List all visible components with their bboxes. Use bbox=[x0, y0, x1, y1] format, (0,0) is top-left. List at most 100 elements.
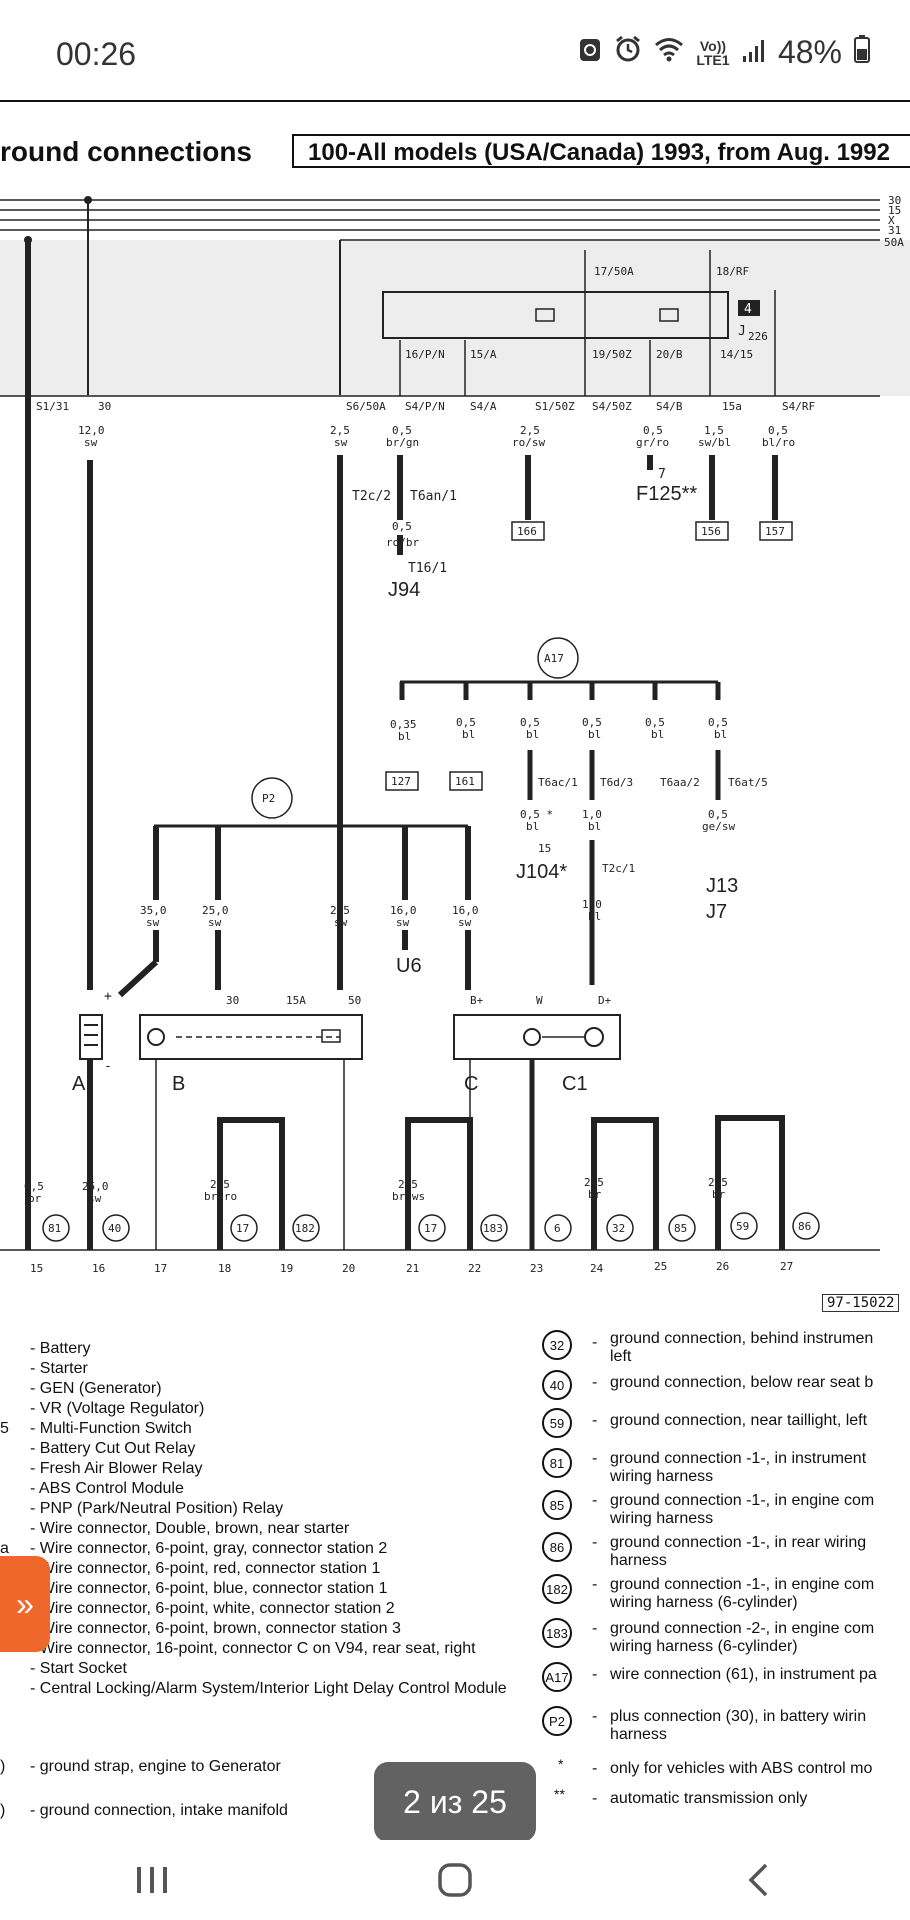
wire-size: 0,5 bbox=[392, 424, 412, 437]
connector-t6aa-2: T6aa/2 bbox=[660, 776, 700, 789]
legend-item: - VR (Voltage Regulator) bbox=[30, 1400, 205, 1417]
ground-86: 86 bbox=[798, 1220, 811, 1233]
legend-desc: automatic transmission only bbox=[610, 1790, 808, 1807]
wire-size: 0,5 bbox=[520, 716, 540, 729]
back-button[interactable] bbox=[718, 1850, 798, 1910]
relay-sub: 226 bbox=[748, 330, 768, 343]
node-a17 bbox=[537, 637, 579, 679]
node-a17-label: A17 bbox=[544, 652, 564, 665]
a17-drops bbox=[399, 682, 721, 700]
wire-color: ge/sw bbox=[702, 820, 735, 833]
part-j104: J104* bbox=[516, 861, 567, 883]
bottom-numbers: 15 16 17 18 19 20 21 22 23 24 25 26 27 bbox=[30, 1260, 793, 1275]
component-a: A bbox=[72, 1073, 86, 1095]
column-number: 25 bbox=[654, 1260, 667, 1273]
wire-color: sw bbox=[396, 916, 410, 929]
connector-t2c-1: T2c/1 bbox=[602, 862, 635, 875]
relay-coil bbox=[659, 308, 679, 322]
relay-term-19-50z: 19/50Z bbox=[592, 348, 632, 361]
home-button[interactable] bbox=[415, 1850, 495, 1910]
legend-desc: only for vehicles with ABS control mo bbox=[610, 1760, 873, 1777]
a17-wire-labels: 0,35 bl 0,5 bl 0,5 bl 0,5 bl 0,5 bl 0,5 … bbox=[390, 716, 728, 743]
wire-size: 2,5 bbox=[330, 424, 350, 437]
wire-size: 1,0 bbox=[582, 898, 602, 911]
wiring-diagram: 30 15 X 31 50A 4 J 226 17/50A 18/RF 16/P… bbox=[0, 194, 910, 1275]
col-head: S4/50Z bbox=[592, 400, 632, 413]
term-w: W bbox=[536, 994, 543, 1007]
part-u6: U6 bbox=[396, 955, 422, 977]
wire-color: ro/sw bbox=[512, 436, 545, 449]
top-rails bbox=[0, 199, 880, 241]
wire-size: 0,35 bbox=[390, 718, 417, 731]
wire-color: sw bbox=[208, 916, 222, 929]
ground-17: 17 bbox=[236, 1222, 249, 1235]
ground-59: 59 bbox=[736, 1220, 749, 1233]
legend-item: - Starter bbox=[30, 1360, 88, 1377]
term-50: 50 bbox=[348, 994, 361, 1007]
legend-item: - Wire connector, 16-point, connector C … bbox=[30, 1640, 476, 1657]
column-number: 24 bbox=[590, 1262, 604, 1275]
document-page[interactable]: round connections 100-All models (USA/Ca… bbox=[0, 100, 910, 1842]
rail-label-x: X bbox=[888, 214, 895, 227]
relay-j226-box bbox=[382, 291, 729, 339]
term-d-plus: D+ bbox=[598, 994, 612, 1007]
box-ref bbox=[449, 771, 483, 791]
wire-size: 0,5 bbox=[24, 1180, 44, 1193]
side-panel-toggle[interactable]: » bbox=[0, 1556, 50, 1652]
node-p2 bbox=[251, 777, 293, 819]
box-ref-161: 161 bbox=[455, 775, 475, 788]
legend-key: 182 bbox=[542, 1574, 572, 1604]
p2-wire-labels: 35,0 sw 25,0 sw 2,5 sw 16,0 sw 16,0 sw bbox=[140, 904, 479, 929]
term-30: 30 bbox=[226, 994, 239, 1007]
legend-item: - PNP (Park/Neutral Position) Relay bbox=[30, 1500, 284, 1517]
col-head: S1/50Z bbox=[535, 400, 575, 413]
legend-item: t- Wire connector, 6-point, brown, conne… bbox=[0, 1620, 401, 1637]
legend-item: a- Wire connector, 6-point, gray, connec… bbox=[0, 1540, 388, 1557]
page-top-border bbox=[0, 100, 910, 102]
column-number: 19 bbox=[280, 1262, 293, 1275]
wire-color: sw bbox=[84, 436, 98, 449]
wire-size: 0,5 bbox=[392, 520, 412, 533]
wire-size: 0,5 bbox=[643, 424, 663, 437]
recent-apps-button[interactable] bbox=[112, 1850, 192, 1910]
wire-color: bl bbox=[588, 820, 601, 833]
legend-item: - Start Socket bbox=[30, 1660, 127, 1677]
column-number: 27 bbox=[780, 1260, 793, 1273]
legend-desc: ground connection, near taillight, left bbox=[610, 1412, 868, 1429]
wire-size: 25,0 bbox=[82, 1180, 109, 1193]
ground-circles bbox=[42, 1212, 820, 1242]
wire-size: 0,5 * bbox=[520, 808, 553, 821]
legend-item: - GEN (Generator) bbox=[30, 1380, 162, 1397]
col-head: S4/RF bbox=[782, 400, 815, 413]
legend-key: 40 bbox=[542, 1370, 572, 1400]
wire-size: 2,5 bbox=[584, 1176, 604, 1189]
legend-item: )- ground strap, engine to Generator bbox=[0, 1758, 281, 1775]
legend-item: 5- Multi-Function Switch bbox=[0, 1420, 192, 1437]
column-number: 18 bbox=[218, 1262, 231, 1275]
rail-label-30: 30 bbox=[888, 194, 901, 207]
wire-size: 1,5 bbox=[704, 424, 724, 437]
term-plus: + bbox=[104, 989, 112, 1004]
regulator-symbol bbox=[584, 1027, 604, 1047]
ground-40: 40 bbox=[108, 1222, 121, 1235]
legend-item: n- Wire connector, 6-point, white, conne… bbox=[0, 1600, 395, 1617]
connector-t6ac-1: T6ac/1 bbox=[538, 776, 578, 789]
column-number: 21 bbox=[406, 1262, 419, 1275]
status-bar: 00:26 Vo)) LTE1 48% bbox=[0, 0, 910, 100]
wire-color: ro/br bbox=[386, 536, 419, 549]
column-number: 17 bbox=[154, 1262, 167, 1275]
box-ref bbox=[695, 521, 729, 541]
ground-loops bbox=[217, 1115, 785, 1250]
component-c: C bbox=[464, 1073, 478, 1095]
legend-item: - Wire connector, 6-point, blue, connect… bbox=[30, 1580, 388, 1597]
relay-term-20-b: 20/B bbox=[656, 348, 683, 361]
legend-key: 59 bbox=[542, 1408, 572, 1438]
wire-size: 35,0 bbox=[140, 904, 167, 917]
ground-183: 183 bbox=[483, 1222, 503, 1235]
ground-wire-labels: 0,5 br 25,0 sw 2,5 br/ro 2,5 br/ws 2,5 b… bbox=[24, 1176, 728, 1205]
home-icon bbox=[438, 1863, 472, 1897]
